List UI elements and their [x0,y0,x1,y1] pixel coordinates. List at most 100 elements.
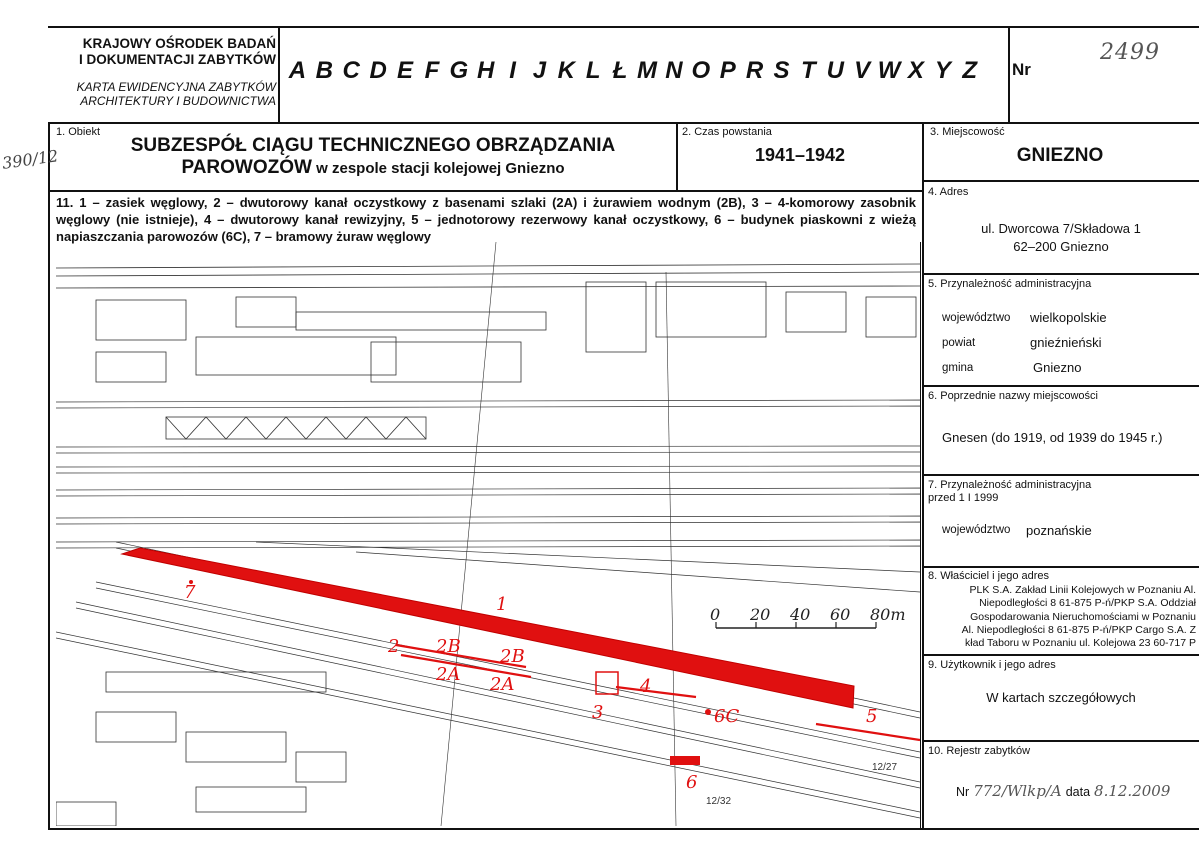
index-letter: S [773,57,790,84]
locality-value: GNIEZNO [1016,145,1104,166]
header-bottom [48,122,1199,124]
scale-label: 40 [789,605,810,624]
map-label-2a-second: 2A [489,674,514,695]
road-line [56,263,920,269]
register-label: 10. Rejestr zabytków [928,745,1031,757]
frame-bottom [48,828,1199,830]
sep-r5 [922,566,1199,568]
sep-r2 [922,273,1199,275]
address-label: 4. Adres [928,186,969,198]
road-line [56,285,920,289]
index-letter: D [369,57,387,84]
register-date-value: 8.12.2009 [1094,782,1171,800]
platform-lattice [165,416,427,440]
former-names-label: 6. Poprzednie nazwy miejscowości [928,390,1098,402]
owner-address-line: kład Taboru w Poznaniu ul. Kolejowa 23 6… [965,637,1196,650]
index-letter: L [585,57,601,84]
nr-label: Nr [1012,60,1031,79]
map-label-2b: 2B [435,636,461,657]
building [95,299,187,341]
scale-label: 80m [870,605,906,624]
building [185,731,287,763]
address-value: ul. Dworcowa 7/Składowa 1 62–200 Gniezno [981,221,1141,254]
map-mark-a: 12/27 [872,762,897,773]
sep-r7 [922,740,1199,742]
road-line [56,271,920,277]
col2-divider [676,122,678,190]
index-letter: O [691,57,711,84]
index-letter: K [557,57,576,84]
scale-label: 20 [749,605,770,624]
index-letter: N [665,57,683,84]
owner-address: PLK S.A. Zakład Linii Kolejowych w Pozna… [924,584,1196,650]
owner-address-line: Niepodległości 8 61-875 P-ń/PKP S.A. Odd… [979,597,1196,610]
index-letter: J [532,57,547,84]
index-letter: E [397,57,414,84]
owner-address-line: Al. Niepodległości 8 61-875 P-ń/PKP Carg… [961,623,1196,636]
header-divider [278,26,280,122]
platform-shelter [165,416,427,440]
handwritten-side-code: 390/12 [0,146,60,173]
user-value: W kartach szczegółowych [986,690,1136,705]
building [785,291,847,333]
index-letter: Z [962,57,978,84]
map-label-3: 3 [592,702,603,723]
index-letter: F [424,57,440,84]
map-label-2a: 2A [435,664,460,685]
building [95,351,167,383]
coal-bunker-red [120,547,855,709]
owner-address-line: PLK S.A. Zakład Linii Kolejowych w Pozna… [969,584,1196,596]
building [585,281,647,353]
map-right-edge [920,242,921,828]
building [95,711,177,743]
object-label: 1. Obiekt [56,126,101,138]
survey-line [665,271,677,826]
building [195,336,397,376]
building [295,311,547,331]
index-letter: H [477,57,495,84]
card-type: KARTA EWIDENCYJNA ZABYTKÓW ARCHITEKTURY … [76,80,276,108]
owner-address-line: Gospodarowania Nieruchomościami w Poznan… [970,610,1196,623]
coal-hopper-marker [595,671,619,695]
building [56,801,117,826]
index-letter: Ł [612,57,628,84]
map-label-2b-second: 2B [499,646,525,667]
building [370,341,522,383]
index-letter: I [509,57,516,84]
building [105,671,327,693]
creation-date: 1941–1942 [754,145,846,165]
index-letter: X [907,57,924,84]
locality-label: 3. Miejscowość [930,126,1005,138]
former-names-value: Gnesen (do 1919, od 1939 do 1945 r.) [942,430,1163,445]
sand-house-marker [670,756,700,765]
user-label: 9. Użytkownik i jego adres [928,659,1056,671]
prior-voiv-key: województwo [942,524,1011,536]
sep-r4 [922,474,1199,476]
sand-tower-dot [705,709,711,715]
map-label-5: 5 [866,706,877,727]
components-description: 11. 1 – zasiek węglowy, 2 – dwutorowy ka… [56,195,916,244]
building [235,296,297,328]
building [295,751,347,783]
building [655,281,767,338]
scale-label: 0 [710,605,720,624]
frame-left [48,122,50,828]
admin-keys: województwo powiat gmina [942,312,1011,374]
map-label-7: 7 [184,582,196,603]
index-letter: T [801,57,816,84]
institution-name: KRAJOWY OŚRODEK BADAŃ I DOKUMENTACJI ZAB… [79,36,276,67]
survey-line [440,242,497,826]
prior-voiv-value: poznańskie [1026,523,1092,538]
object-title: SUBZESPÓŁ CIĄGU TECHNICZNEGO OBRZĄDZANIA… [130,135,616,178]
sep-r6 [922,654,1199,656]
tracks-horizontal [56,399,920,549]
map-label-6c: 6C [714,706,739,727]
index-letter: P [719,57,736,84]
index-letter: B [315,57,333,84]
admin-label: 5. Przynależność administracyjna [928,278,1092,290]
map-label-4: 4 [639,676,651,697]
sep-r3 [922,385,1199,387]
map-label-1: 1 [496,594,507,615]
